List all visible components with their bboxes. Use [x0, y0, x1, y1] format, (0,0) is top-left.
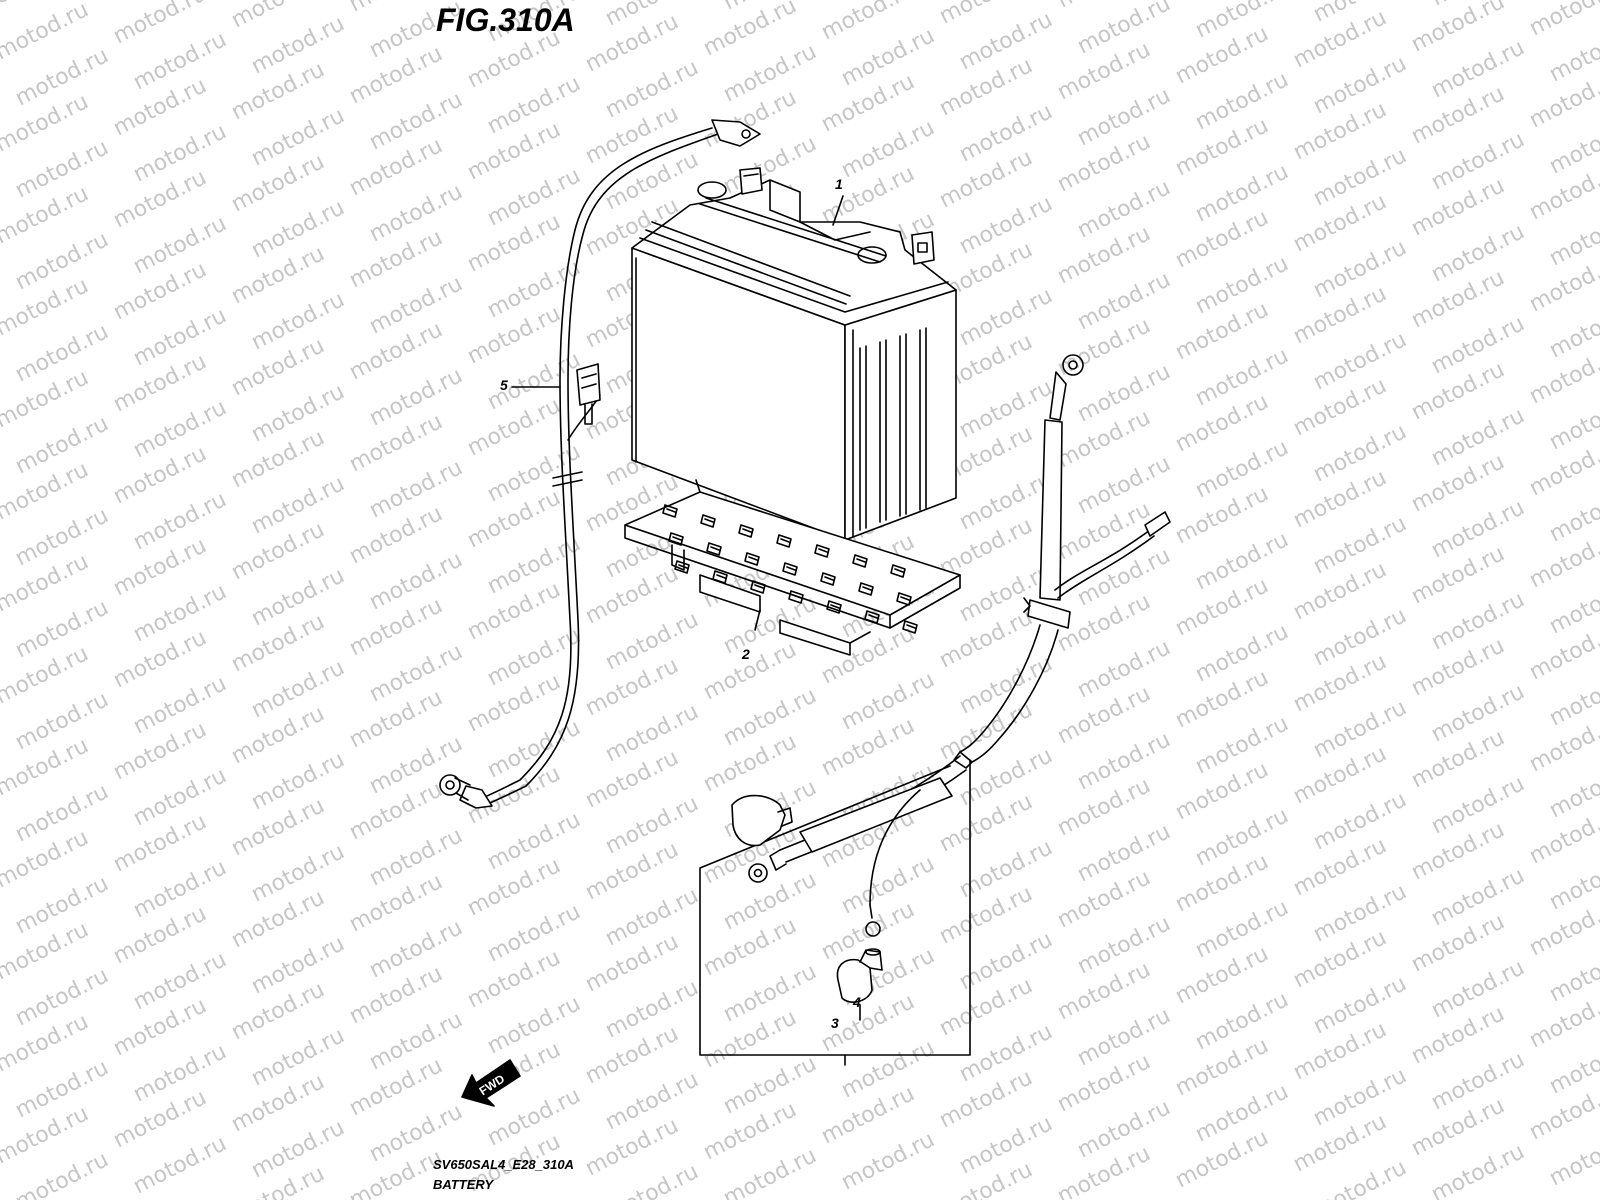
tray-slot [662, 504, 678, 518]
callout-1: 1 [835, 176, 843, 192]
tray-slot [706, 542, 722, 556]
tray-slot [700, 514, 716, 528]
battery-cable-left [439, 119, 761, 809]
tray-slot [776, 534, 792, 548]
tray-slot [674, 560, 690, 574]
tray-slot [712, 570, 728, 584]
fwd-arrow-icon: FWD [461, 1059, 521, 1107]
tray-slot [826, 600, 842, 614]
leader-2 [754, 609, 761, 631]
tray-slot [814, 544, 830, 558]
model-code: SV650SAL4_E28_310A [433, 1157, 574, 1172]
tray-slot [896, 592, 912, 606]
battery-tray [624, 479, 961, 656]
tray-slot [738, 524, 754, 538]
tray-slot [750, 580, 766, 594]
tray-slot [902, 620, 918, 634]
tray-slot [782, 562, 798, 576]
battery [631, 167, 957, 541]
callout-4: 4 [853, 994, 861, 1010]
callout-3: 3 [831, 1015, 839, 1031]
tray-slot [858, 582, 874, 596]
tray-slot [864, 610, 880, 624]
callout-5: 5 [500, 377, 508, 393]
tray-slot [788, 590, 804, 604]
figure-caption: BATTERY [433, 1177, 494, 1192]
callout-2: 2 [742, 646, 750, 662]
tray-slot [890, 564, 906, 578]
tray-slot [820, 572, 836, 586]
battery-cable-right [699, 354, 1171, 1066]
figure-title: FIG.310A [436, 2, 575, 38]
tray-slot [668, 532, 684, 546]
tray-slot [744, 552, 760, 566]
leader-1 [832, 195, 844, 226]
tray-slot [852, 554, 868, 568]
